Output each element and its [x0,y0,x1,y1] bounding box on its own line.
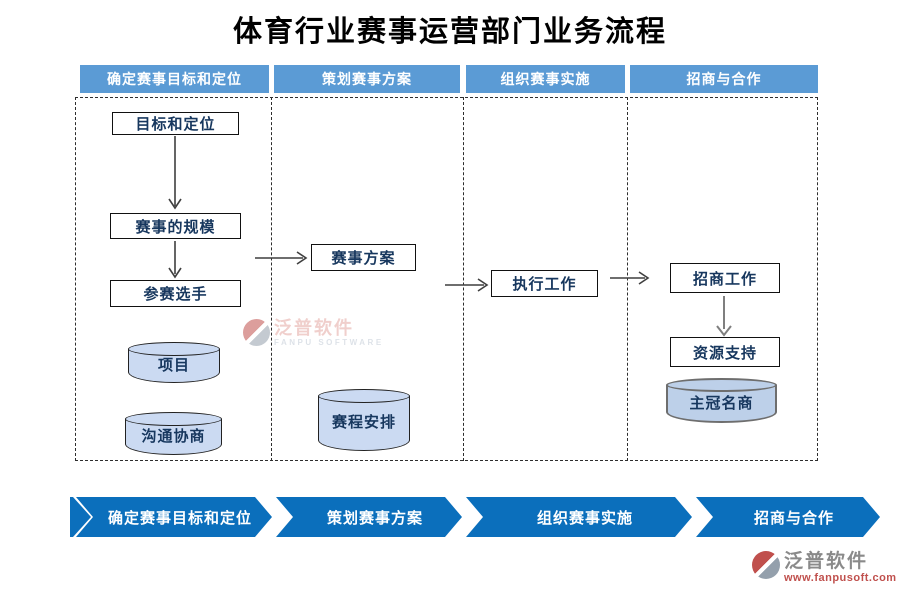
cylinder-schedule-top [318,389,410,403]
node-scale-box: 赛事的规模 [110,213,241,239]
node-goal-box: 目标和定位 [112,112,239,135]
fanpu-logo-icon [243,319,270,346]
cylinder-title-sponsor-label: 主冠名商 [689,394,754,412]
column-header-phase2: 策划赛事方案 [274,65,460,93]
swimlane-frame [75,97,818,461]
swimlane-divider-3 [627,97,628,461]
bottom-right-logo: 泛普软件 www.fanpusoft.com [752,551,897,584]
node-execution-box: 执行工作 [491,270,598,297]
cylinder-title-sponsor: 主冠名商 [666,378,777,423]
logo-url-text: www.fanpusoft.com [784,572,897,584]
logo-brand-text: 泛普软件 [784,551,869,572]
center-watermark: 泛普软件 FANPU SOFTWARE [243,319,384,347]
cylinder-project-top [128,342,220,356]
cylinder-project: 项目 [128,342,220,383]
cylinder-communication: 沟通协商 [125,412,222,455]
cylinder-schedule: 赛程安排 [318,389,410,451]
node-players-box: 参赛选手 [110,280,241,307]
cylinder-communication-top [125,412,222,426]
column-header-phase3: 组织赛事实施 [466,65,625,93]
swimlane-divider-2 [463,97,464,461]
banner-phase2: 策划赛事方案 [276,497,462,537]
watermark-brand: 泛普软件 [274,318,354,338]
node-plan-box: 赛事方案 [311,244,416,271]
node-resources-box: 资源支持 [670,337,780,367]
cylinder-title-sponsor-top [666,378,777,392]
cylinder-communication-label: 沟通协商 [141,427,206,445]
column-header-phase4: 招商与合作 [630,65,818,93]
page-title: 体育行业赛事运营部门业务流程 [232,16,667,48]
watermark-subtitle: FANPU SOFTWARE [274,338,384,347]
banner-phase4: 招商与合作 [696,497,880,537]
fanpu-logo-icon [752,551,780,579]
cylinder-schedule-label: 赛程安排 [331,414,396,432]
cylinder-schedule-body [318,396,410,451]
node-sponsorship-box: 招商工作 [670,263,780,293]
banner-phase3: 组织赛事实施 [466,497,692,537]
column-header-phase1: 确定赛事目标和定位 [80,65,269,93]
cylinder-project-label: 项目 [157,356,190,374]
swimlane-divider-1 [271,97,272,461]
banner-phase1: 确定赛事目标和定位 [76,497,272,537]
